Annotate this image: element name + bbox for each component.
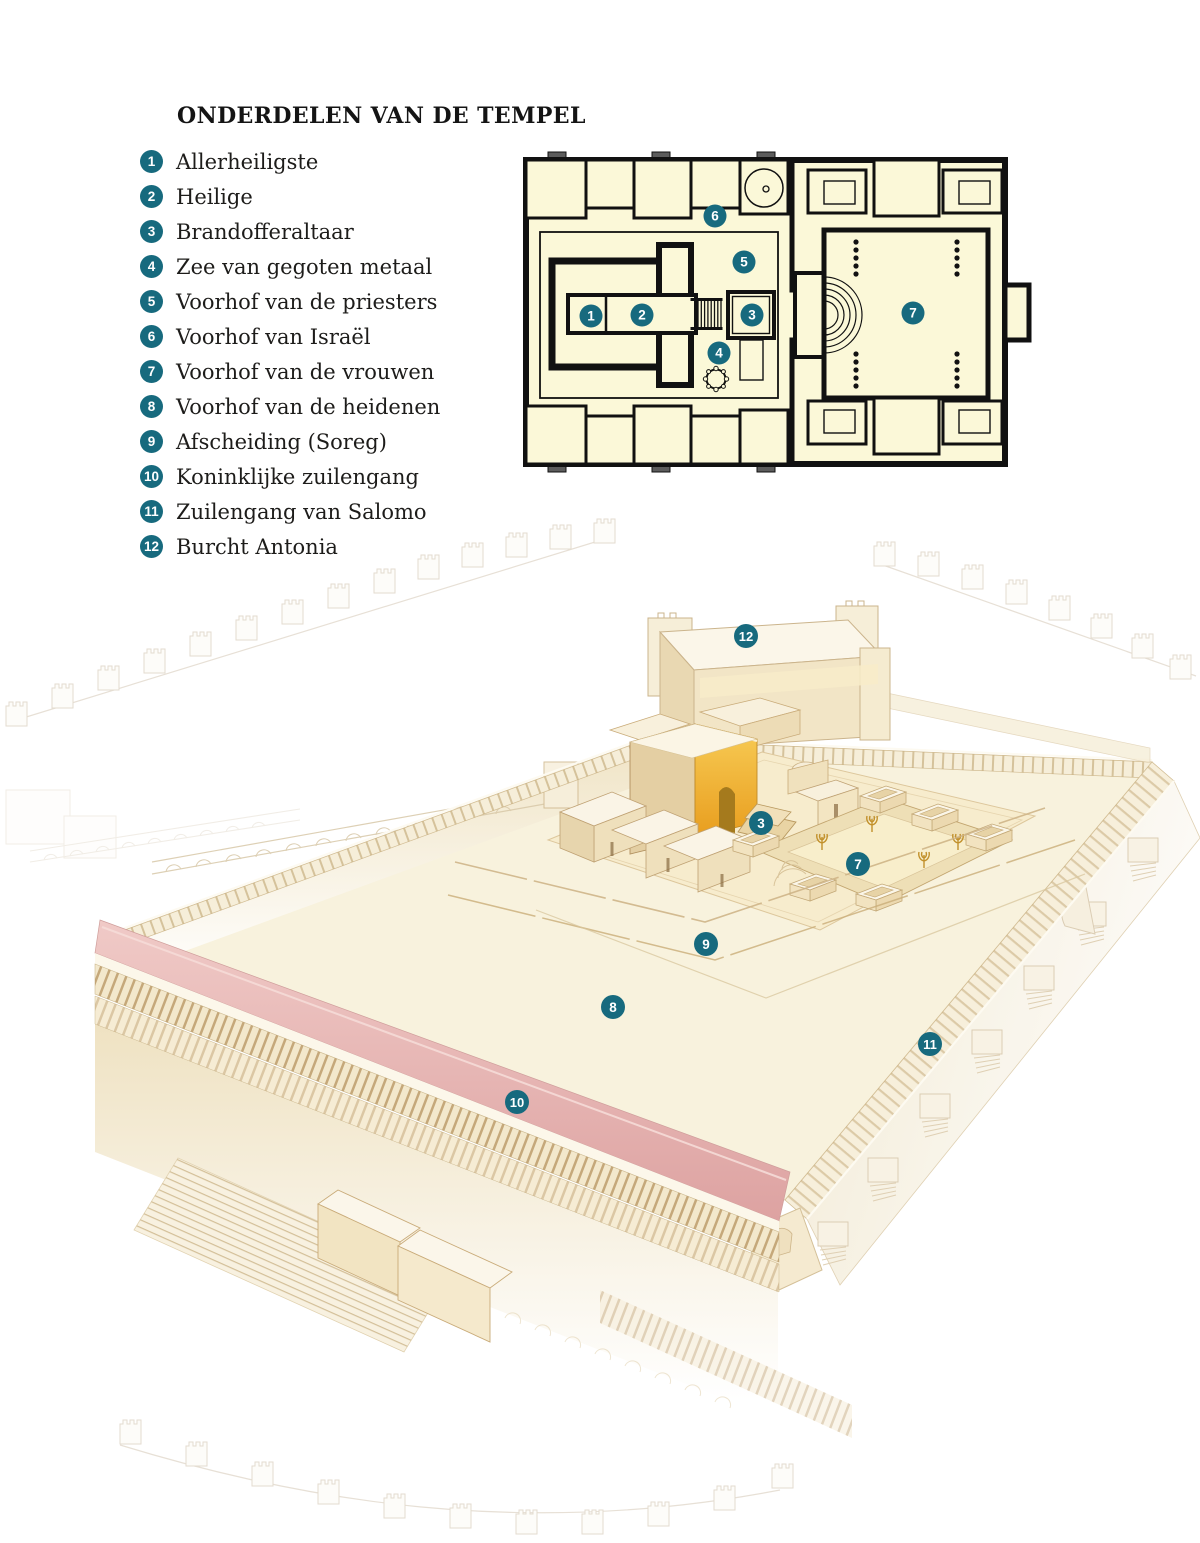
plan-marker-5: 5 [732,250,756,274]
temple-mount-platform [94,737,1200,1438]
legend-item-label: Zuilengang van Salomo [176,499,427,524]
inner-temple-complex [447,697,1086,999]
marker-9: 9 [694,932,718,956]
plan-marker-6: 6 [703,204,727,228]
legend-item-3: 3 Brandofferaltaar [140,219,440,244]
svg-text:9: 9 [702,937,710,952]
legend-item-11: 11 Zuilengang van Salomo [140,499,440,524]
womens-court [732,785,1014,912]
marker-3: 3 [749,811,773,835]
city-walls [5,518,1197,1535]
sanctuary [608,697,829,855]
legend-marker-icon: 3 [140,220,163,243]
legend-marker-icon: 5 [140,290,163,313]
illustration-markers: 3 7 8 9 10 11 12 [505,624,942,1114]
svg-text:11: 11 [923,1037,937,1052]
legend-item-2: 2 Heilige [140,184,440,209]
marker-7: 7 [846,852,870,876]
legend: 1 Allerheiligste 2 Heilige 3 Brandofferalta… [140,150,440,570]
legend-item-label: Voorhof van de vrouwen [176,359,435,384]
legend-marker-icon: 7 [140,360,163,383]
aqueduct-ruins [5,789,301,863]
legend-item-label: Afscheiding (Soreg) [176,429,387,454]
svg-text:3: 3 [757,816,765,831]
svg-text:8: 8 [609,1000,617,1015]
sanctuary-door [719,786,735,833]
legend-marker-icon: 12 [140,535,163,558]
plan-temple-building [548,242,723,388]
marker-8: 8 [601,995,625,1019]
legend-item-label: Zee van gegoten metaal [176,254,433,279]
svg-text:5: 5 [740,255,748,270]
svg-text:12: 12 [739,629,753,644]
legend-marker-icon: 6 [140,325,163,348]
legend-item-6: 6 Voorhof van Israël [140,324,440,349]
plan-marker-3: 3 [740,303,764,327]
plan-markers: 1 2 3 4 5 6 7 [579,204,925,365]
temple-3d-illustration: 3 7 8 9 10 11 12 [5,518,1200,1535]
svg-text:2: 2 [638,308,646,323]
legend-item-4: 4 Zee van gegoten metaal [140,254,440,279]
priests-court-chambers [558,791,752,893]
plan-column-dots [853,239,960,389]
svg-text:4: 4 [715,346,723,361]
plan-marker-4: 4 [707,341,731,365]
plan-east-gate [1002,282,1032,343]
legend-item-label: Burcht Antonia [176,534,338,559]
legend-item-label: Heilige [176,184,253,209]
royal-stoa [94,919,852,1438]
plan-round-chamber-dot [762,185,770,193]
legend-item-label: Allerheiligste [176,149,319,174]
legend-item-label: Voorhof van de priesters [176,289,438,314]
plan-gate-arcs [823,276,863,354]
page-title: ONDERDELEN VAN DE TEMPEL [177,103,586,129]
legend-marker-icon: 9 [140,430,163,453]
legend-item-12: 12 Burcht Antonia [140,534,440,559]
svg-text:7: 7 [854,857,862,872]
legend-item-10: 10 Koninklijke zuilengang [140,464,440,489]
legend-item-1: 1 Allerheiligste [140,149,440,174]
outer-buildings [317,1189,513,1343]
legend-marker-icon: 1 [140,150,163,173]
legend-item-label: Voorhof van Israël [176,324,371,349]
marker-12: 12 [734,624,758,648]
legend-marker-icon: 8 [140,395,163,418]
plan-steps [690,298,723,330]
plan-laver [702,365,730,393]
legend-item-8: 8 Voorhof van de heidenen [140,394,441,419]
legend-item-5: 5 Voorhof van de priesters [140,289,440,314]
svg-text:3: 3 [748,308,756,323]
legend-item-9: 9 Afscheiding (Soreg) [140,429,440,454]
lower-colonnade [600,1290,852,1438]
legend-marker-icon: 11 [140,500,163,523]
soreg-fence [447,807,1086,999]
plan-round-chamber [744,168,784,208]
legend-marker-icon: 2 [140,185,163,208]
svg-text:7: 7 [909,306,917,321]
marker-10: 10 [505,1090,529,1114]
plan-chambers [524,158,790,466]
plan-marker-1: 1 [579,304,603,328]
svg-text:1: 1 [587,309,595,324]
legend-item-label: Koninklijke zuilengang [176,464,419,489]
svg-text:6: 6 [711,209,719,224]
legend-marker-icon: 4 [140,255,163,278]
legend-marker-icon: 10 [140,465,163,488]
marker-11: 11 [918,1032,942,1056]
temple-floor-plan: 1 2 3 4 5 6 7 [523,151,1032,473]
legend-item-label: Brandofferaltaar [176,219,354,244]
svg-text:10: 10 [510,1095,524,1110]
plan-marker-7: 7 [901,301,925,325]
legend-item-label: Voorhof van de heidenen [176,394,441,419]
plan-marker-2: 2 [630,303,654,327]
legend-item-7: 7 Voorhof van de vrouwen [140,359,440,384]
